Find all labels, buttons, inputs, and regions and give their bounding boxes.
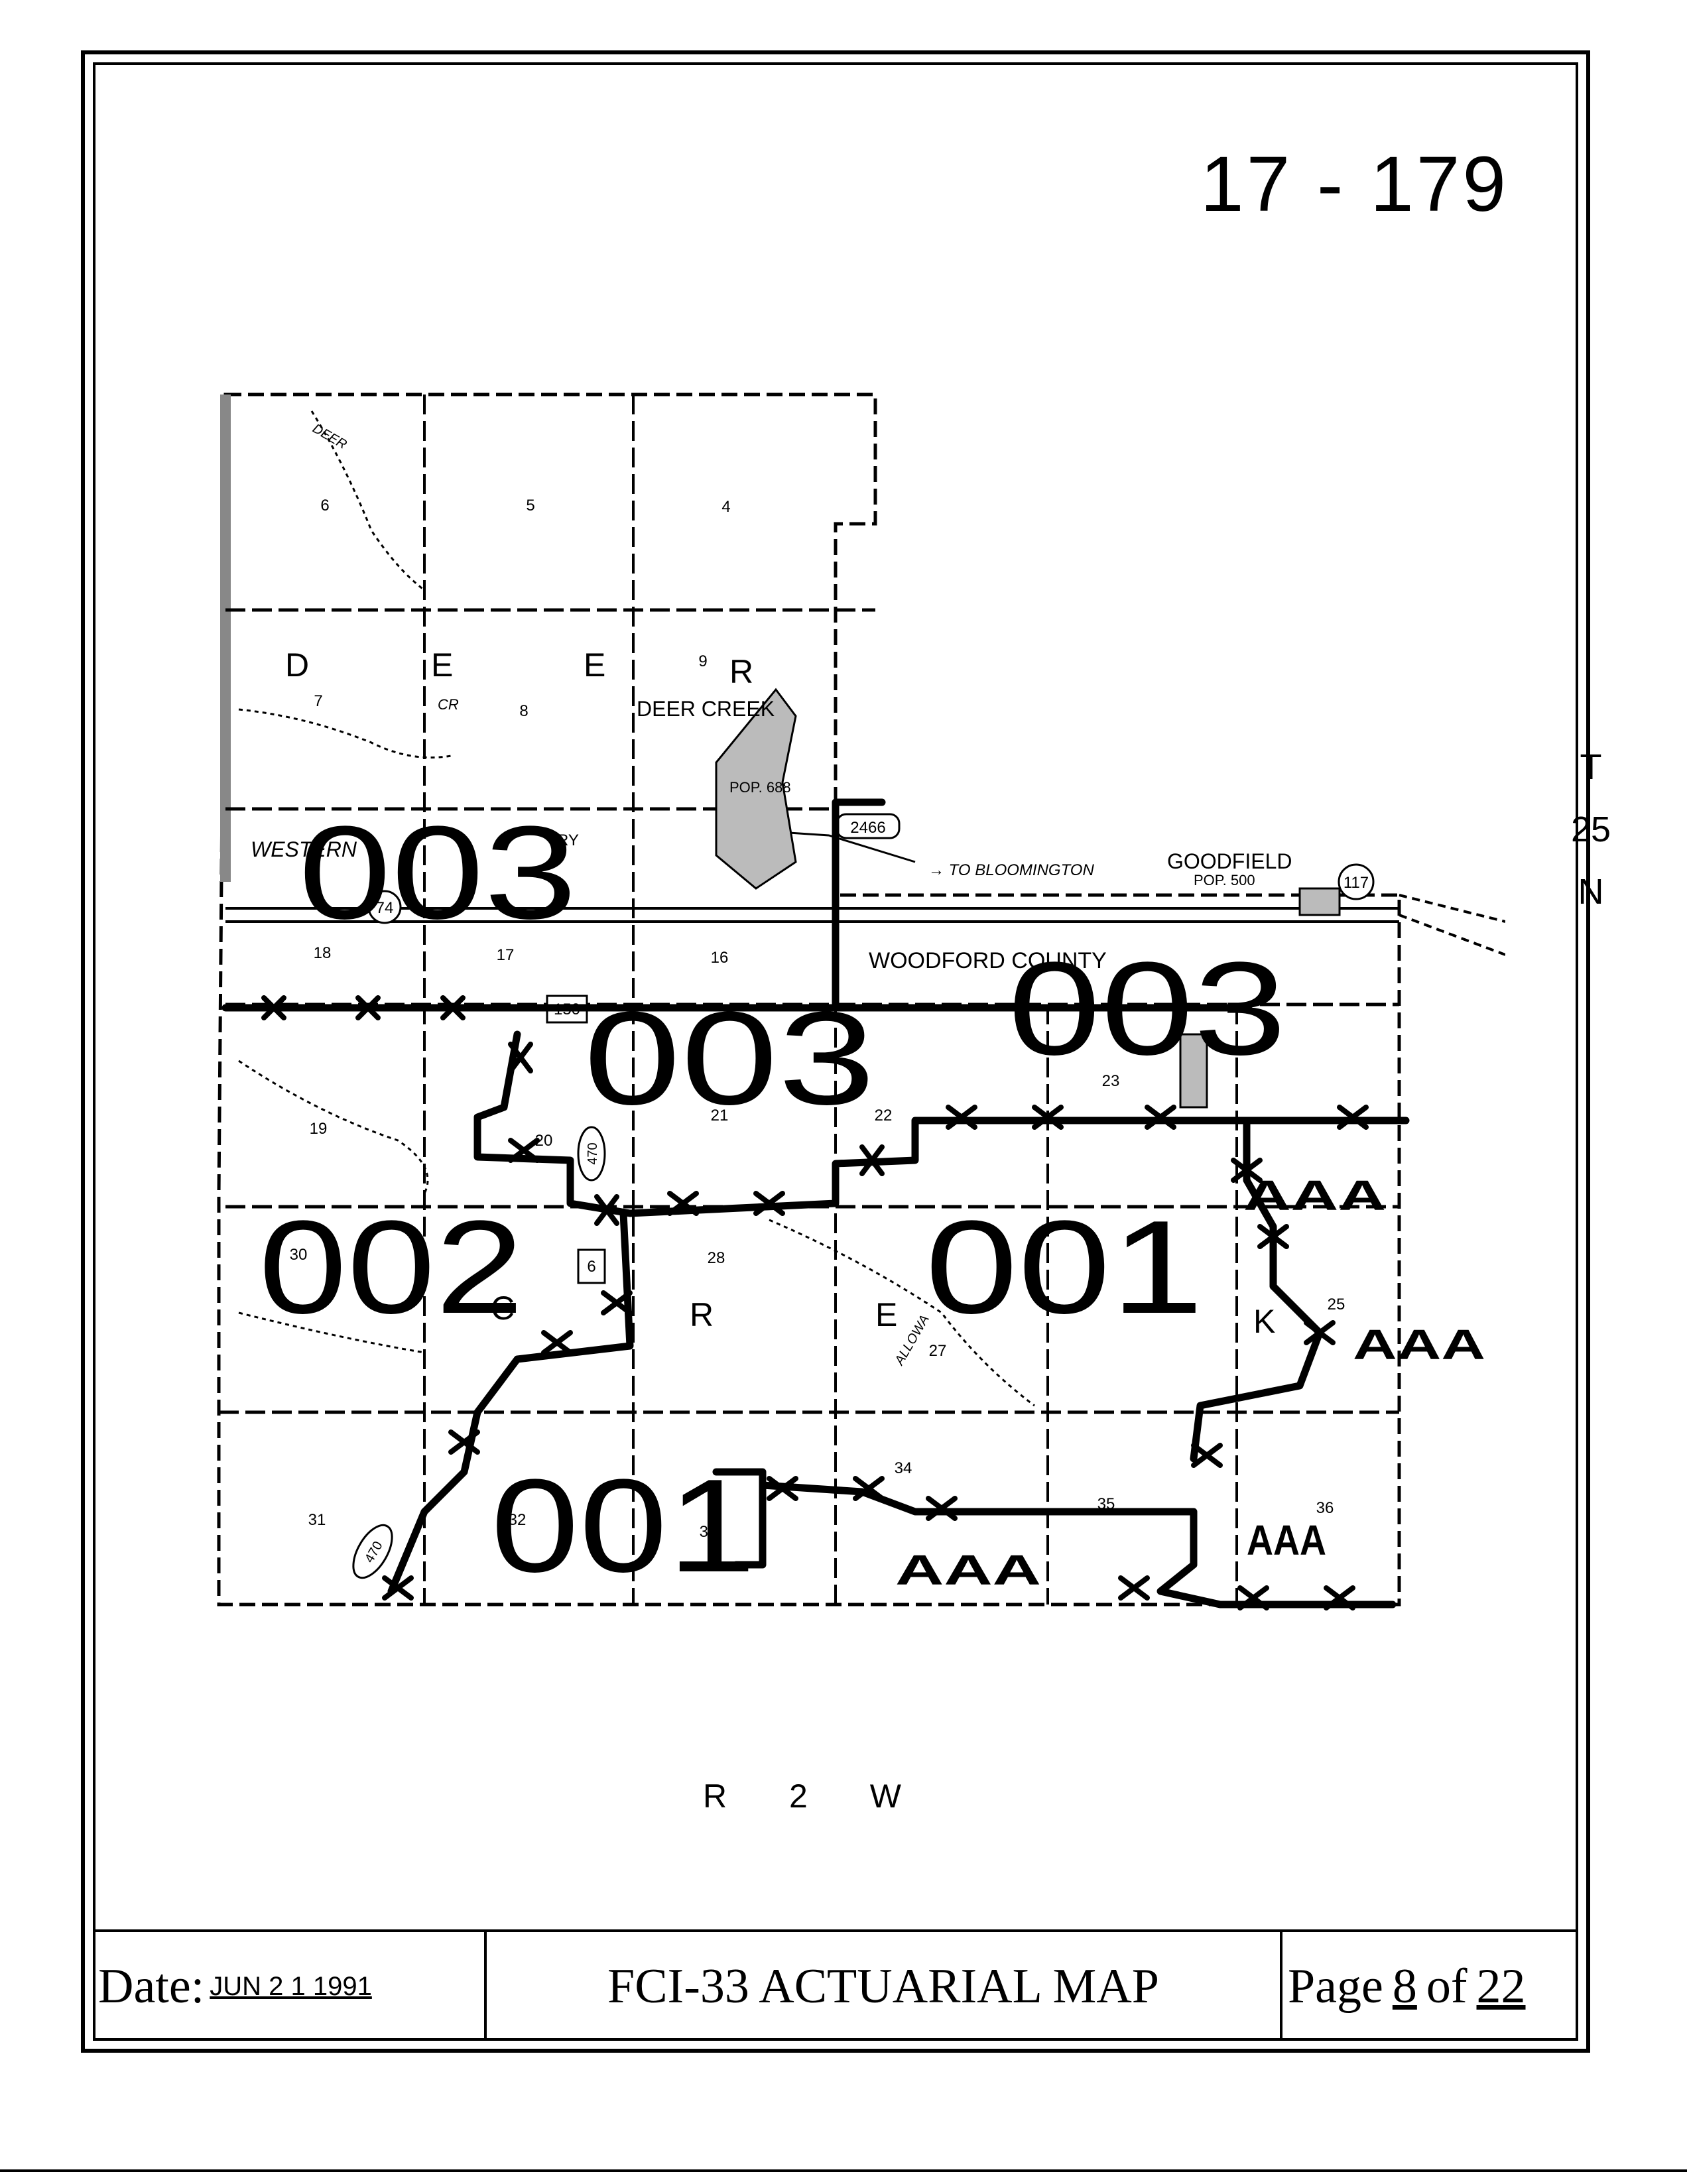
inner-border bbox=[93, 62, 1578, 2041]
route-2466-shield: 2466 bbox=[836, 813, 901, 839]
goodfield-label: GOODFIELD bbox=[1167, 849, 1292, 873]
zone-label: 003 bbox=[584, 985, 875, 1132]
bottom-rule bbox=[0, 2169, 1687, 2172]
footer-page: Page 8 of 22 bbox=[1280, 1932, 1578, 2041]
footer: Date: JUN 2 1 1991 FCI-33 ACTUARIAL MAP … bbox=[93, 1929, 1578, 2041]
svg-text:117: 117 bbox=[1343, 874, 1369, 892]
page-number: 8 bbox=[1392, 1959, 1417, 2014]
section-number: 36 bbox=[1316, 1499, 1334, 1517]
township-letter: K bbox=[1253, 1303, 1275, 1340]
footer-date: Date: JUN 2 1 1991 bbox=[93, 1932, 484, 2041]
section-number: 30 bbox=[290, 1246, 308, 1264]
stream-label: DEER bbox=[310, 421, 349, 452]
route-74-shield: 74 bbox=[367, 890, 402, 924]
section-number: 5 bbox=[526, 497, 534, 515]
railroad-abbr: RY bbox=[557, 831, 579, 849]
township-letter: E bbox=[875, 1296, 897, 1333]
township-letter: E bbox=[584, 646, 605, 684]
section-numbers: 6 5 4 7 8 9 18 17 16 19 20 21 22 23 30 2… bbox=[290, 497, 1345, 1541]
county-line-label: WOODFORD COUNTY bbox=[869, 948, 1107, 973]
section-number: 31 bbox=[308, 1511, 326, 1529]
township-letter: D bbox=[285, 646, 309, 684]
section-number: 7 bbox=[314, 692, 322, 710]
route-470-shield: 470 bbox=[352, 1524, 393, 1579]
section-number: 22 bbox=[875, 1107, 893, 1124]
zone-label: 003 bbox=[298, 799, 577, 947]
township-letters: D E E R C R E K bbox=[285, 646, 1275, 1340]
svg-text:6: 6 bbox=[587, 1258, 595, 1276]
township-letter: E bbox=[431, 646, 453, 684]
route-6-shield: 6 bbox=[577, 1248, 606, 1284]
rating-mark: AAA bbox=[1243, 1172, 1386, 1219]
svg-text:2466: 2466 bbox=[850, 819, 885, 837]
section-number: 4 bbox=[721, 498, 730, 516]
date-value: JUN 2 1 1991 bbox=[210, 1971, 372, 2001]
section-number: 6 bbox=[320, 497, 329, 515]
zone-label: 003 bbox=[1008, 935, 1286, 1083]
section-number: 23 bbox=[1102, 1072, 1120, 1090]
boundary-crosses bbox=[261, 995, 1369, 1610]
streams bbox=[238, 410, 1035, 1407]
section-number: 33 bbox=[700, 1523, 718, 1541]
zone-label: 001 bbox=[925, 1193, 1204, 1341]
to-bloomington-label: → TO BLOOMINGTON bbox=[928, 861, 1094, 879]
deer-creek-label: DEER CREEK bbox=[637, 697, 775, 721]
page-id: 17 - 179 bbox=[1200, 141, 1509, 228]
deer-creek-pop: POP. 688 bbox=[729, 779, 791, 796]
rating-mark: AAA bbox=[1247, 1516, 1326, 1564]
rating-mark: AAA bbox=[895, 1546, 1041, 1594]
rating-mark: AAA bbox=[1353, 1321, 1485, 1368]
stream-label: CR bbox=[438, 696, 459, 713]
zone-labels: 003 003 003 002 001 001 bbox=[259, 799, 1286, 1600]
section-number: 9 bbox=[698, 652, 707, 670]
township-letter: C bbox=[491, 1290, 515, 1327]
section-number: 25 bbox=[1328, 1296, 1345, 1313]
route-470-shield: 470 bbox=[577, 1126, 606, 1182]
svg-text:470: 470 bbox=[586, 1142, 600, 1164]
route-shields: 74 150 470 6 2466 117 470 bbox=[352, 813, 1375, 1579]
township-label-line: N bbox=[1578, 872, 1604, 912]
village-areas bbox=[715, 688, 1341, 1109]
actuarial-map: D E E R C R E K DEER CREEK POP. 688 GOOD… bbox=[217, 393, 1505, 1610]
section-number: 28 bbox=[708, 1249, 725, 1267]
section-number: 16 bbox=[711, 949, 729, 967]
zone-label: 001 bbox=[491, 1452, 756, 1600]
of-label: of bbox=[1426, 1959, 1468, 2014]
section-number: 32 bbox=[509, 1511, 527, 1529]
section-number: 8 bbox=[519, 702, 528, 720]
date-label: Date: bbox=[98, 1959, 205, 2014]
section-number: 34 bbox=[895, 1459, 912, 1477]
page-total: 22 bbox=[1476, 1959, 1526, 2014]
goodfield-pop: POP. 500 bbox=[1194, 872, 1255, 888]
section-number: 19 bbox=[310, 1120, 328, 1138]
township-letter: R bbox=[690, 1296, 714, 1333]
section-number: 27 bbox=[929, 1342, 947, 1360]
township-label-line: T bbox=[1580, 747, 1602, 787]
township-letter: R bbox=[729, 653, 753, 690]
section-number: 21 bbox=[711, 1107, 729, 1124]
footer-title: FCI-33 ACTUARIAL MAP bbox=[484, 1932, 1280, 2041]
page-label: Page bbox=[1288, 1959, 1383, 2014]
rating-marks: AAA AAA AAA AAA bbox=[895, 1172, 1485, 1594]
zone-label: 002 bbox=[259, 1193, 524, 1341]
svg-text:74: 74 bbox=[376, 899, 394, 917]
township-label-line: 25 bbox=[1570, 810, 1611, 849]
range-label: R 2 W bbox=[703, 1778, 928, 1815]
railroad-label: WESTERN bbox=[251, 837, 357, 861]
section-number: 18 bbox=[314, 944, 332, 962]
township-label: T 25 N bbox=[1561, 736, 1621, 923]
route-117-shield: 117 bbox=[1338, 863, 1375, 900]
section-number: 17 bbox=[497, 946, 515, 964]
outer-border bbox=[81, 50, 1590, 2053]
